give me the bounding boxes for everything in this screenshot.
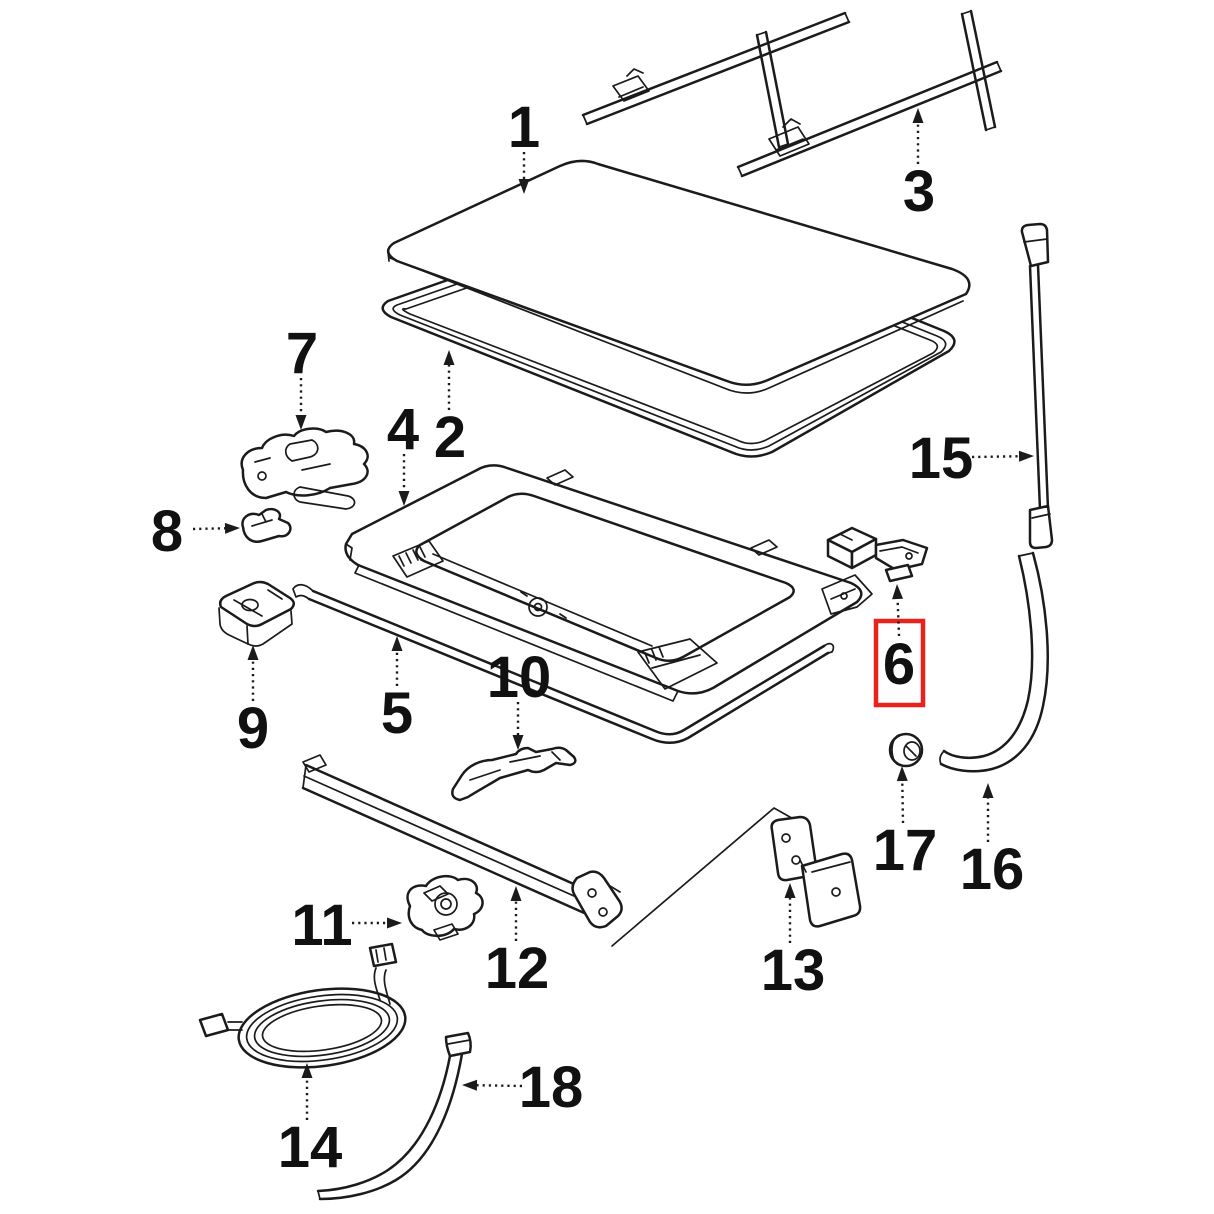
- part-callout-4[interactable]: 4: [387, 397, 419, 506]
- part-callout-3[interactable]: 3: [903, 108, 935, 224]
- part-8-clip: [241, 507, 292, 543]
- arrowhead-icon: [518, 179, 530, 194]
- part-3-deflector-frame: [581, 9, 1003, 178]
- part-callout-11[interactable]: 11: [291, 893, 402, 958]
- part-label-2[interactable]: 2: [434, 405, 466, 470]
- arrowhead-icon: [295, 415, 307, 430]
- arrowhead-icon: [512, 735, 524, 750]
- part-callout-17[interactable]: 17: [873, 766, 938, 883]
- part-label-4[interactable]: 4: [387, 397, 419, 462]
- leader-line-15: [971, 455, 1020, 459]
- arrowhead-icon: [398, 491, 410, 506]
- part-callout-18[interactable]: 18: [462, 1055, 583, 1120]
- part-16-hose: [939, 551, 1049, 773]
- arrowhead-icon: [443, 350, 455, 365]
- arrowhead-icon: [1018, 450, 1034, 462]
- arrowhead-icon: [391, 636, 403, 651]
- part-callout-13[interactable]: 13: [761, 883, 826, 1003]
- part-callout-15[interactable]: 15: [909, 426, 1034, 491]
- arrowhead-icon: [892, 584, 904, 600]
- diagram-artwork: [198, 9, 1054, 1201]
- part-callout-10[interactable]: 10: [487, 645, 552, 750]
- part-label-9[interactable]: 9: [237, 696, 269, 761]
- part-11-motor: [406, 874, 484, 941]
- leader-line-17: [901, 780, 905, 824]
- highlight-box-part-6: [873, 618, 926, 708]
- arrowhead-icon: [510, 886, 522, 901]
- part-9-pad: [218, 580, 295, 647]
- leader-line-6: [896, 598, 901, 637]
- part-1-panel: [387, 159, 971, 394]
- arrowhead-icon: [301, 1063, 313, 1078]
- part-6-bracket: [826, 526, 929, 583]
- part-label-14[interactable]: 14: [278, 1115, 343, 1180]
- part-7-latch: [240, 427, 369, 510]
- part-callout-1[interactable]: 1: [508, 95, 540, 194]
- part-callout-8[interactable]: 8: [151, 499, 240, 564]
- part-label-1[interactable]: 1: [508, 95, 540, 160]
- part-label-10[interactable]: 10: [487, 645, 552, 710]
- part-label-12[interactable]: 12: [485, 936, 550, 1001]
- part-label-13[interactable]: 13: [761, 938, 826, 1003]
- part-label-6[interactable]: 6: [883, 632, 915, 697]
- arrowhead-icon: [896, 766, 908, 782]
- arrowhead-icon: [784, 883, 796, 898]
- part-callout-12[interactable]: 12: [485, 886, 550, 1001]
- part-5-channel: [292, 583, 835, 744]
- part-callout-2[interactable]: 2: [434, 350, 466, 470]
- part-14-cable: [198, 942, 407, 1069]
- part-label-7[interactable]: 7: [286, 321, 318, 386]
- arrowhead-icon: [247, 645, 259, 660]
- part-label-17[interactable]: 17: [873, 818, 938, 883]
- part-label-15[interactable]: 15: [909, 426, 974, 491]
- part-label-11[interactable]: 11: [291, 893, 352, 958]
- arrowhead-icon: [462, 1079, 478, 1091]
- part-label-5[interactable]: 5: [381, 681, 413, 746]
- part-10-guide: [451, 746, 577, 802]
- part-callout-5[interactable]: 5: [381, 636, 413, 746]
- arrowhead-icon: [912, 108, 924, 123]
- leader-line-18: [476, 1084, 523, 1088]
- part-12-rail: [301, 754, 798, 947]
- arrowhead-icon: [387, 917, 402, 929]
- part-15-tube: [1020, 222, 1054, 550]
- part-callout-7[interactable]: 7: [286, 321, 318, 430]
- part-label-8[interactable]: 8: [151, 499, 183, 564]
- part-callout-6[interactable]: 6: [883, 584, 915, 697]
- arrowhead-icon: [982, 783, 994, 798]
- part-callout-16[interactable]: 16: [960, 783, 1025, 902]
- part-13-bracket: [770, 815, 862, 928]
- part-label-18[interactable]: 18: [519, 1055, 584, 1120]
- part-label-3[interactable]: 3: [903, 159, 935, 224]
- part-4-frame: [344, 464, 873, 702]
- leader-line-8: [192, 527, 226, 531]
- part-callout-14[interactable]: 14: [278, 1063, 343, 1180]
- part-17-grommet: [888, 732, 924, 768]
- part-18-tube: [316, 1031, 472, 1201]
- part-callout-9[interactable]: 9: [237, 645, 269, 761]
- part-label-16[interactable]: 16: [960, 837, 1025, 902]
- arrowhead-icon: [224, 522, 240, 534]
